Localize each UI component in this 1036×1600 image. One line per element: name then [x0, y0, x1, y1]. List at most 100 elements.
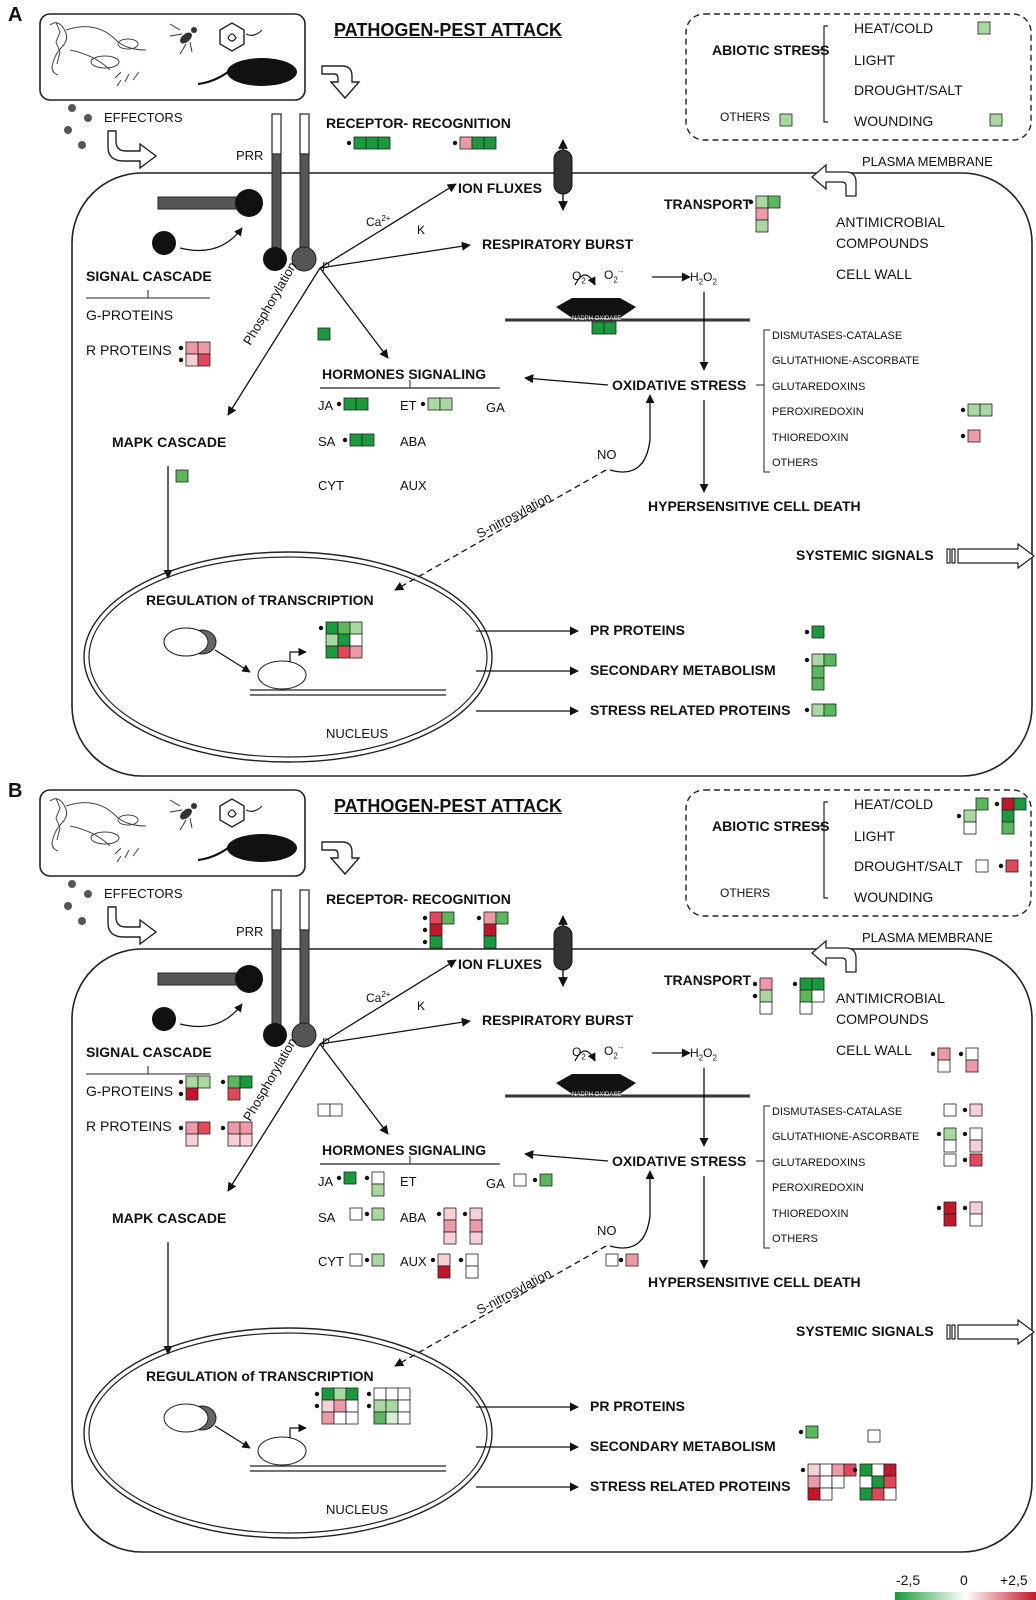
heatmap-dot	[804, 707, 810, 713]
heatmap-cell	[975, 797, 989, 811]
heatmap-cell	[437, 1265, 451, 1279]
heatmap-cell	[377, 136, 391, 150]
heatmap-cell	[239, 1075, 253, 1089]
heatmap-cell	[605, 1253, 619, 1267]
transport-label: TRANSPORT	[664, 972, 752, 988]
aba-label: ABA	[400, 1210, 427, 1225]
heatmap-dot	[798, 1429, 804, 1435]
heatmap-cell	[811, 989, 825, 1003]
heatmap-dot	[804, 629, 810, 635]
pr-proteins-label: PR PROTEINS	[590, 622, 685, 638]
heatmap-cell	[197, 353, 211, 367]
heatmap-cell	[975, 859, 989, 873]
heatmap-cell	[349, 633, 363, 647]
aux-label: AUX	[400, 478, 427, 493]
heatmap-cell	[439, 397, 453, 411]
cell-wall-label: CELL WALL	[836, 266, 912, 282]
heatmap-cell	[755, 195, 769, 209]
panel-b-letter: B	[8, 780, 23, 802]
phosphorylation-label: Phosphorylation	[240, 1035, 300, 1124]
systemic-arrow-icon	[946, 542, 1035, 570]
hypersensitive-label: HYPERSENSITIVE CELL DEATH	[648, 1274, 861, 1290]
heatmap-dot	[930, 1051, 936, 1057]
ja-label: JA	[318, 398, 334, 413]
heatmap-cell	[799, 1001, 813, 1015]
sa-label: SA	[318, 434, 336, 449]
antiox-item-2: GLUTATHIONE-ASCORBATE	[772, 1131, 920, 1143]
heatmap-cell	[197, 1075, 211, 1089]
heatmap-cell	[967, 429, 981, 443]
heatmap-cell	[483, 136, 497, 150]
heatmap-cells	[175, 21, 1027, 1501]
plasma-membrane-label: PLASMA MEMBRANE	[862, 930, 993, 945]
heatmap-dot	[318, 625, 324, 631]
antimicrobial-label-1: ANTIMICROBIAL	[836, 990, 945, 1006]
heatmap-cell	[349, 1207, 363, 1221]
mapk-label: MAPK CASCADE	[112, 1210, 227, 1226]
heatmap-dot	[336, 1175, 342, 1181]
heatmap-cell	[831, 1475, 845, 1489]
r-proteins-label: R PROTEINS	[86, 1118, 172, 1134]
scale-max-label: +2,5	[1000, 1572, 1028, 1588]
heatmap-cell	[1001, 821, 1015, 835]
nucleus-label: NUCLEUS	[326, 1502, 389, 1517]
antiox-item-2: GLUTATHIONE-ASCORBATE	[772, 355, 920, 367]
heatmap-cell	[371, 1183, 385, 1197]
panel-b: B PATHOGEN-PEST ATTACK EFFECTORS RECEPTO…	[0, 776, 1036, 1600]
heatmap-dot	[994, 801, 1000, 807]
h2o2-label: H2O2	[690, 1046, 717, 1063]
abiotic-others-label: OTHERS	[720, 886, 771, 900]
abiotic-label: ABIOTIC STRESS	[712, 818, 830, 834]
respiratory-burst-label: RESPIRATORY BURST	[482, 236, 634, 252]
heatmap-cell	[943, 1139, 957, 1153]
heatmap-dot	[366, 1403, 372, 1409]
heatmap-cell	[819, 1487, 833, 1501]
heatmap-cell	[779, 113, 793, 127]
ga-label: GA	[486, 1176, 505, 1191]
heatmap-dot	[220, 1125, 226, 1131]
heatmap-dot	[420, 401, 426, 407]
antiox-item-3: GLUTAREDOXINS	[772, 1157, 866, 1169]
heatmap-cell	[355, 397, 369, 411]
heatmap-cell	[767, 195, 781, 209]
p-label: P	[322, 260, 331, 274]
heatmap-cell	[969, 1139, 983, 1153]
heatmap-cell	[371, 1207, 385, 1221]
ion-channel-icon	[553, 139, 573, 211]
plasma-membrane-label: PLASMA MEMBRANE	[862, 154, 993, 169]
no-label: NO	[597, 1223, 617, 1238]
heatmap-cell	[429, 935, 443, 949]
heatmap-dot	[346, 140, 352, 146]
ion-fluxes-label: ION FLUXES	[458, 956, 543, 972]
heatmap-cell	[591, 321, 605, 335]
respiratory-burst-label: RESPIRATORY BURST	[482, 1012, 634, 1028]
heatmap-cell	[969, 1153, 983, 1167]
heatmap-cell	[325, 633, 339, 647]
heatmap-dot	[178, 1079, 184, 1085]
ga-label: GA	[486, 400, 505, 415]
heatmap-dot	[752, 981, 758, 987]
regulation-label: REGULATION of TRANSCRIPTION	[146, 1368, 374, 1384]
antiox-item-1: DISMUTASES-CATALASE	[772, 1106, 903, 1118]
heatmap-dot	[314, 1391, 320, 1397]
heatmap-dot	[452, 140, 458, 146]
heatmap-cell	[539, 1173, 553, 1187]
heatmap-cell	[823, 703, 837, 717]
heatmap-cell	[353, 136, 367, 150]
hormones-label: HORMONES SIGNALING	[322, 366, 487, 382]
heatmap-cell	[495, 911, 509, 925]
aba-label: ABA	[400, 434, 427, 449]
heatmap-dot	[532, 1177, 538, 1183]
et-label: ET	[400, 398, 417, 413]
heatmap-cell	[1013, 797, 1027, 811]
panel-b-graphics	[39, 789, 1035, 1553]
heatmap-dot	[458, 1257, 464, 1263]
heatmap-cell	[811, 625, 825, 639]
heatmap-cell	[969, 1213, 983, 1227]
heatmap-dot	[998, 863, 1004, 869]
heatmap-cell	[471, 136, 485, 150]
heatmap-cell	[967, 403, 981, 417]
heatmap-cell	[483, 935, 497, 949]
drought-label: DROUGHT/SALT	[854, 82, 963, 98]
heatmap-dot	[936, 1131, 942, 1137]
